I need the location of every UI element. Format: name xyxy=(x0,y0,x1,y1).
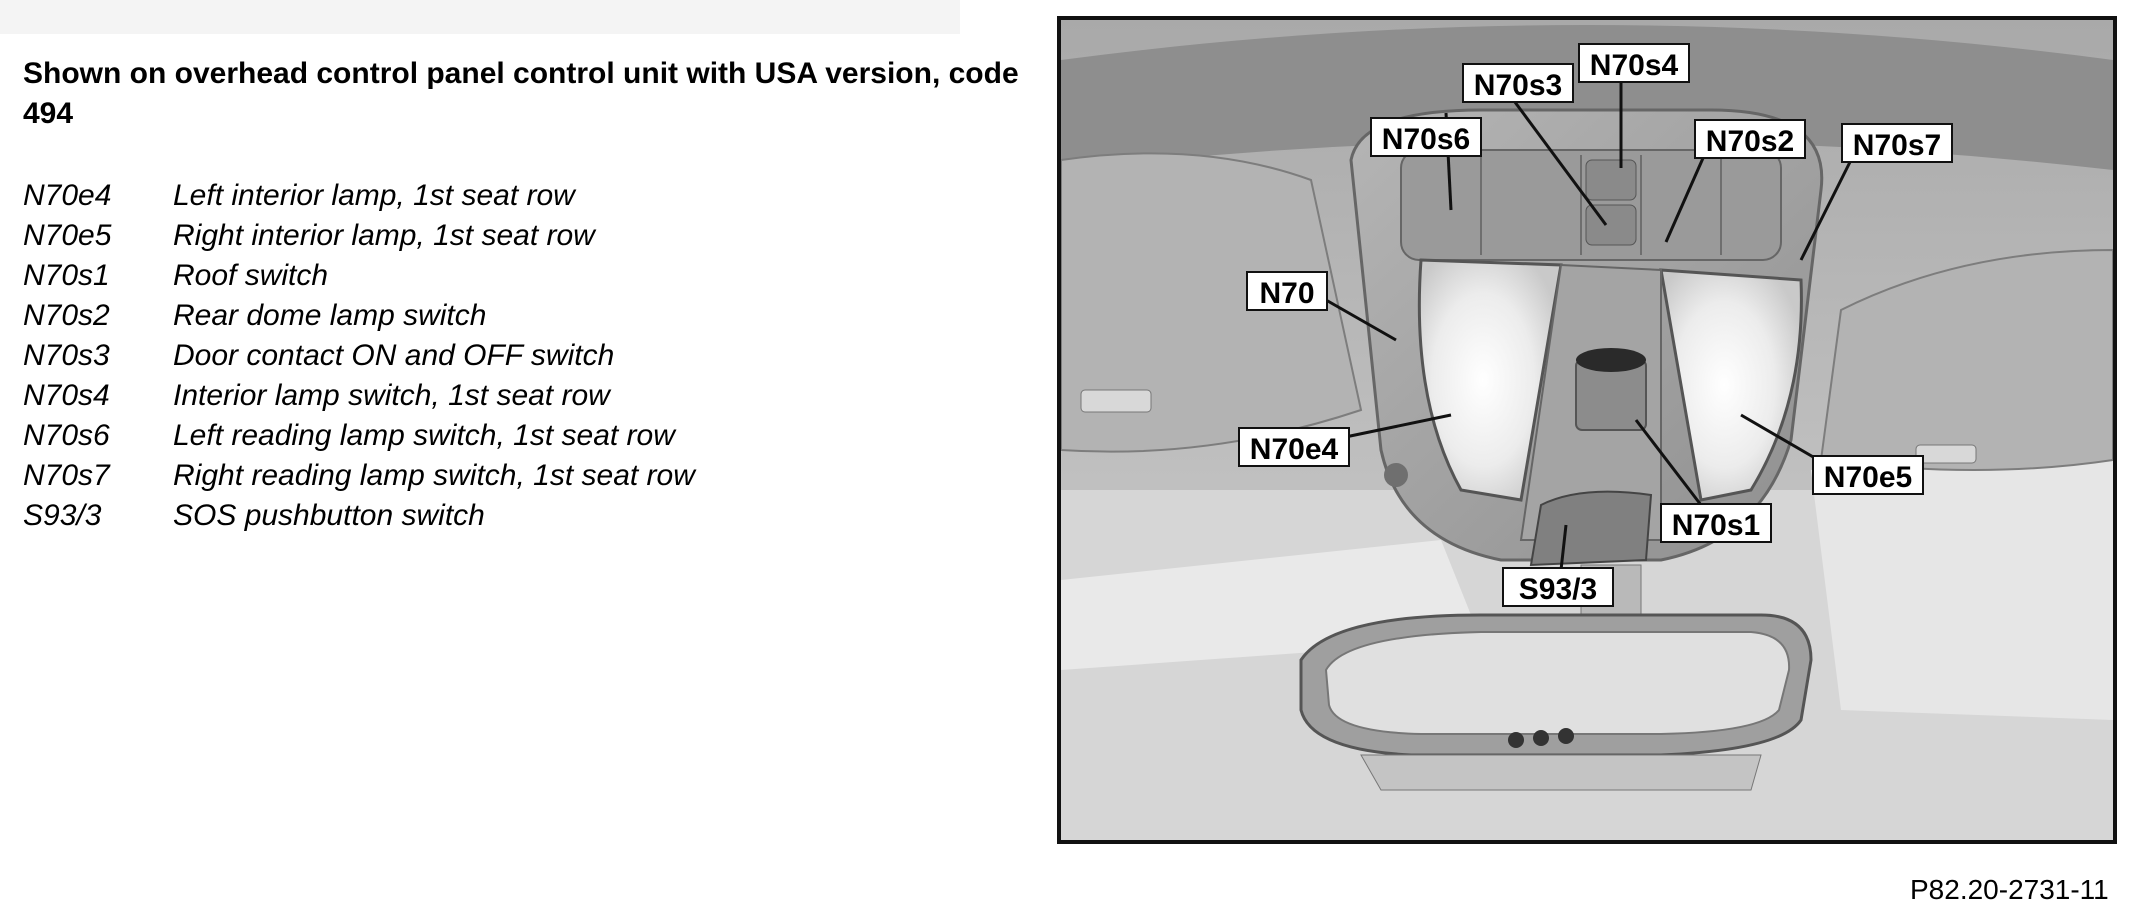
callout-label: S93/3 xyxy=(1519,573,1597,606)
mirror-lower-housing xyxy=(1360,754,1762,791)
legend-description: Roof switch xyxy=(173,259,329,292)
callout-n70e5: N70e5 xyxy=(1812,455,1924,495)
callout-n70e4: N70e4 xyxy=(1238,427,1350,467)
callout-label: N70e5 xyxy=(1824,461,1912,494)
callout-n70s7: N70s7 xyxy=(1841,123,1953,163)
legend-row: N70s3 Door contact ON and OFF switch xyxy=(23,336,1023,376)
sos-button xyxy=(1529,490,1653,567)
legend-code: N70e5 xyxy=(23,219,112,252)
page-heading: Shown on overhead control panel control … xyxy=(23,57,1019,130)
legend-code: N70s4 xyxy=(23,379,110,412)
legend-code: S93/3 xyxy=(23,499,102,532)
legend-description: Right interior lamp, 1st seat row xyxy=(173,219,595,252)
legend-code: N70s1 xyxy=(23,259,110,292)
figure-reference: P82.20-2731-11 xyxy=(1910,874,2109,905)
legend-row: N70s2 Rear dome lamp switch xyxy=(23,296,1023,336)
callout-label: N70e4 xyxy=(1250,433,1339,466)
callout-label: N70 xyxy=(1259,277,1314,310)
legend-row: S93/3 SOS pushbutton switch xyxy=(23,496,1023,536)
legend-code: N70e4 xyxy=(23,179,112,212)
legend-description: Door contact ON and OFF switch xyxy=(173,339,615,372)
legend-row: N70s4 Interior lamp switch, 1st seat row xyxy=(23,376,1023,416)
interior-lamp-switch xyxy=(1585,159,1637,201)
overhead-panel-figure: N70s6 N70s3 N70s4 N70s2 N70s7 N70 N70e4 xyxy=(1057,16,2117,844)
legend-code: N70s3 xyxy=(23,339,110,372)
callout-n70: N70 xyxy=(1246,271,1328,311)
right-interior-lamp xyxy=(1659,268,1803,502)
windshield-reflection xyxy=(1811,450,2113,720)
legend-description: SOS pushbutton switch xyxy=(173,499,485,532)
legend-description: Left interior lamp, 1st seat row xyxy=(173,179,575,212)
door-contact-switch xyxy=(1585,204,1637,246)
callout-n70s4: N70s4 xyxy=(1578,43,1690,83)
callout-label: N70s7 xyxy=(1853,129,1941,162)
legend-description: Right reading lamp switch, 1st seat row xyxy=(173,459,695,492)
callout-n70s6: N70s6 xyxy=(1370,117,1482,157)
left-visor-clip xyxy=(1080,389,1152,413)
legend-list: N70e4 Left interior lamp, 1st seat row N7… xyxy=(23,176,1023,536)
legend-code: N70s2 xyxy=(23,299,110,332)
legend-description: Left reading lamp switch, 1st seat row xyxy=(173,419,675,452)
callout-label: N70s3 xyxy=(1474,69,1562,102)
callout-n70s3: N70s3 xyxy=(1462,63,1574,103)
mirror-glass xyxy=(1324,631,1791,735)
legend-row: N70e5 Right interior lamp, 1st seat row xyxy=(23,216,1023,256)
microphone-opening xyxy=(1576,348,1646,372)
callout-n70s1: N70s1 xyxy=(1660,503,1772,543)
legend-description: Rear dome lamp switch xyxy=(173,299,487,332)
callout-label: N70s1 xyxy=(1672,509,1760,542)
overhead-panel-illustration: N70s6 N70s3 N70s4 N70s2 N70s7 N70 N70e4 xyxy=(1061,20,2113,840)
legend-row: N70s1 Roof switch xyxy=(23,256,1023,296)
top-strip xyxy=(0,0,960,34)
speaker-grille xyxy=(1384,463,1408,487)
left-sun-visor xyxy=(1061,152,1363,453)
legend-code: N70s6 xyxy=(23,419,110,452)
left-interior-lamp xyxy=(1417,258,1563,502)
legend-description: Interior lamp switch, 1st seat row xyxy=(173,379,610,412)
legend-row: N70s7 Right reading lamp switch, 1st seat… xyxy=(23,456,1023,496)
right-visor-clip xyxy=(1915,444,1977,464)
callout-label: N70s6 xyxy=(1382,123,1470,156)
legend-row: N70e4 Left interior lamp, 1st seat row xyxy=(23,176,1023,216)
callout-n70s2: N70s2 xyxy=(1694,119,1806,159)
legend-row: N70s6 Left reading lamp switch, 1st seat … xyxy=(23,416,1023,456)
callout-label: N70s4 xyxy=(1590,49,1679,82)
legend-code: N70s7 xyxy=(23,459,110,492)
callout-label: N70s2 xyxy=(1706,125,1794,158)
callout-s93-3: S93/3 xyxy=(1502,567,1614,607)
